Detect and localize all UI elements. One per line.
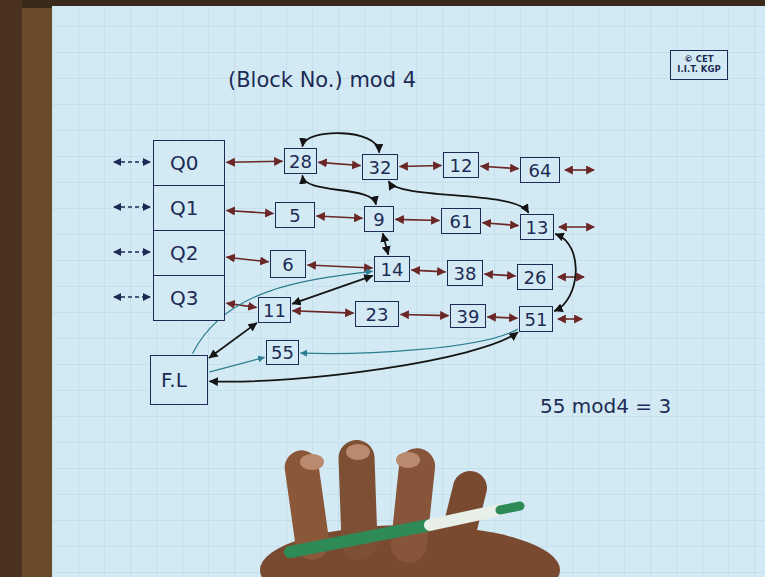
- hash-queue-header: Q2: [153, 230, 225, 276]
- queue-link: [412, 270, 445, 272]
- buffer-block: 14: [374, 256, 410, 282]
- free-list-link: [293, 276, 372, 304]
- buffer-block: 51: [519, 306, 553, 332]
- buffer-block: 9: [364, 206, 394, 232]
- buffer-block: 32: [362, 154, 398, 180]
- queue-link: [319, 162, 360, 165]
- free-list-link: [383, 234, 388, 254]
- node-text: 26: [524, 267, 547, 288]
- buffer-block: 28: [284, 148, 317, 174]
- paper-grid: [52, 6, 765, 577]
- free-list-link: [555, 234, 576, 311]
- queue-link: [488, 317, 517, 318]
- buffer-block: 5: [275, 202, 315, 228]
- node-text: 55: [271, 342, 294, 363]
- node-text: 5: [289, 205, 300, 226]
- node-text: © CET I.I.T. KGP: [674, 55, 724, 75]
- queue-link: [481, 166, 518, 168]
- buffer-block: 64: [520, 157, 560, 183]
- buffer-block: 23: [355, 301, 399, 327]
- queue-link: [317, 216, 362, 218]
- node-text: 12: [450, 155, 473, 176]
- node-text: Q3: [170, 286, 198, 310]
- buffer-block: 13: [520, 214, 554, 240]
- queue-link: [485, 274, 515, 276]
- node-text: 9: [373, 209, 384, 230]
- free-list-header: F.L: [150, 355, 208, 405]
- queue-link: [401, 315, 448, 316]
- queue-link: [396, 219, 439, 220]
- queue-link: [227, 161, 282, 162]
- node-text: 13: [526, 217, 549, 238]
- hash-queue-header: Q1: [153, 185, 225, 231]
- note-label: 55 mod4 = 3: [540, 394, 671, 418]
- node-text: 38: [454, 263, 477, 284]
- left-edge: [0, 0, 22, 577]
- queue-link: [227, 211, 273, 214]
- node-text: 32: [369, 157, 392, 178]
- node-text: 23: [366, 304, 389, 325]
- paper-sheet: [52, 6, 765, 577]
- node-text: Q2: [170, 241, 198, 265]
- node-text: 51: [525, 309, 548, 330]
- node-text: 14: [381, 259, 404, 280]
- queue-link: [293, 311, 353, 313]
- hash-queue-header: Q3: [153, 275, 225, 321]
- node-text: 39: [457, 306, 480, 327]
- node-text: Q0: [170, 151, 198, 175]
- diagram-title: (Block No.) mod 4: [228, 68, 416, 92]
- node-text: 28: [289, 151, 312, 172]
- free-list-link: [210, 333, 517, 382]
- pen-figure: [290, 506, 520, 552]
- buffer-block: 6: [270, 250, 306, 278]
- insert-link: [210, 357, 264, 371]
- buffer-block: 26: [517, 264, 553, 290]
- insert-link: [301, 329, 517, 353]
- queue-link: [400, 166, 441, 167]
- free-list-link: [303, 176, 376, 204]
- buffer-block: 12: [443, 152, 479, 178]
- queue-link: [227, 257, 268, 262]
- node-text: Q1: [170, 196, 198, 220]
- queue-link: [308, 265, 372, 268]
- queue-tail-links: [558, 170, 594, 319]
- node-text: 11: [263, 300, 286, 321]
- watermark-box: © CET I.I.T. KGP: [670, 50, 728, 80]
- node-text: 64: [529, 160, 552, 181]
- node-text: F.L: [161, 368, 187, 392]
- free-list-link: [210, 323, 257, 357]
- buffer-block: 11: [258, 297, 291, 323]
- queue-back-links: [114, 162, 150, 297]
- queue-link: [483, 223, 518, 226]
- buffer-block: 38: [447, 260, 483, 286]
- hand-figure: [260, 439, 560, 577]
- node-text: 6: [282, 254, 293, 275]
- buffer-block: 39: [450, 304, 486, 328]
- node-text: 61: [450, 211, 473, 232]
- new-buffer-block: 55: [266, 340, 299, 365]
- buffer-block: 61: [441, 208, 481, 234]
- hash-queue-header: Q0: [153, 140, 225, 186]
